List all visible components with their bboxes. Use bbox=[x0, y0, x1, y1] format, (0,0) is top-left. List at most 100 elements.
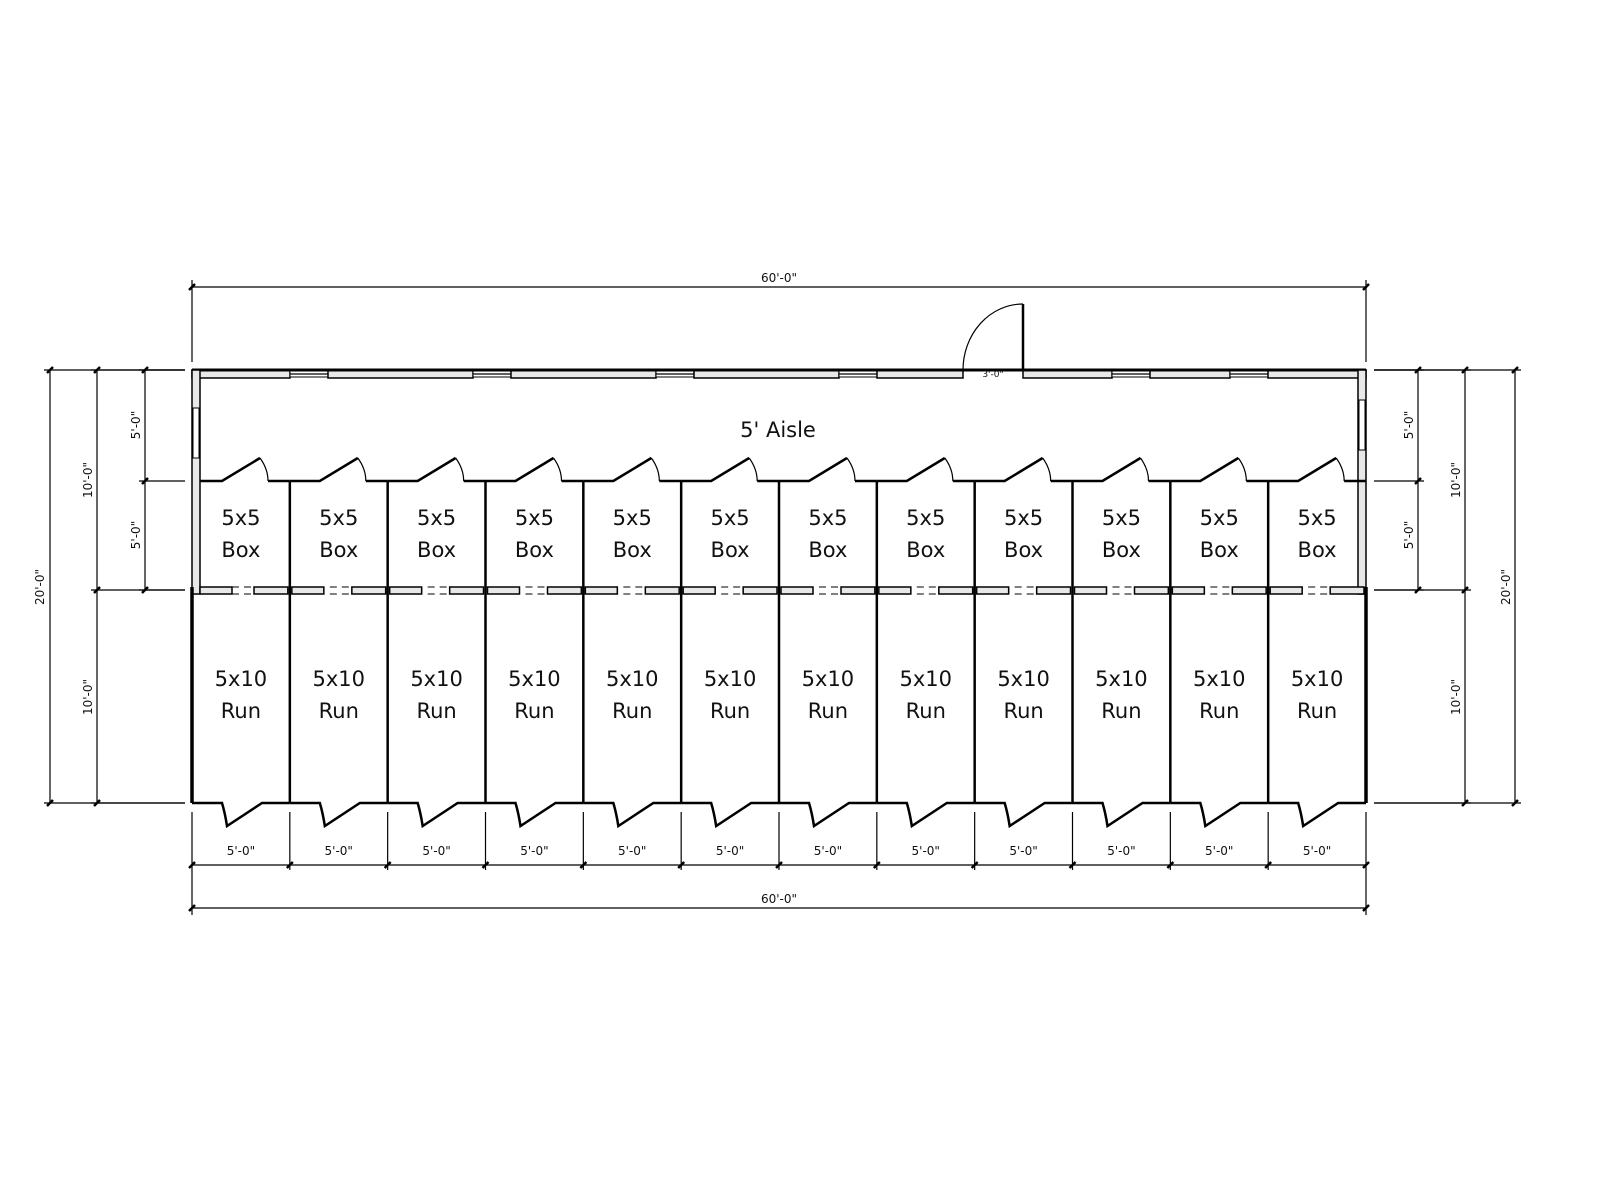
run-type: Run bbox=[612, 699, 652, 723]
divider-wall bbox=[878, 586, 912, 595]
box-size: 5x5 bbox=[515, 506, 554, 530]
box-type: Box bbox=[319, 538, 358, 562]
run-size: 5x10 bbox=[899, 667, 952, 691]
divider-wall bbox=[388, 586, 423, 595]
divider-wall bbox=[938, 586, 974, 595]
box-type: Box bbox=[515, 538, 554, 562]
box-type: Box bbox=[417, 538, 456, 562]
overall-depth-left: 20'-0" bbox=[33, 569, 47, 605]
box-type: Box bbox=[906, 538, 945, 562]
entry-door-width: 3'-0" bbox=[982, 370, 1003, 380]
box-door-swing-icon bbox=[259, 457, 269, 482]
box-door-icon bbox=[583, 456, 652, 483]
run-type: Run bbox=[1199, 699, 1239, 723]
run-gate-icon bbox=[289, 801, 388, 829]
upper-depth-left: 10'-0" bbox=[81, 462, 95, 498]
box-door-icon bbox=[876, 456, 946, 483]
box-door-swing-icon bbox=[455, 457, 465, 482]
box-door-swing-icon bbox=[357, 457, 367, 482]
bay-width-dimension: 5'-0" bbox=[1303, 844, 1331, 858]
run-gate-icon bbox=[583, 801, 682, 829]
box-door-swing-icon bbox=[1335, 457, 1345, 482]
divider-wall bbox=[486, 586, 521, 595]
run-type: Run bbox=[221, 699, 261, 723]
divider-wall bbox=[780, 586, 814, 595]
divider-wall bbox=[840, 586, 876, 595]
box-door-icon bbox=[974, 456, 1044, 483]
run-type: Run bbox=[808, 699, 848, 723]
run-gate-icon bbox=[876, 801, 975, 829]
divider-wall bbox=[682, 586, 716, 595]
box-size: 5x5 bbox=[906, 506, 945, 530]
box-type: Box bbox=[1004, 538, 1043, 562]
box-size: 5x5 bbox=[613, 506, 652, 530]
box-type: Box bbox=[613, 538, 652, 562]
run-size: 5x10 bbox=[997, 667, 1050, 691]
overall-width-top: 60'-0" bbox=[761, 271, 797, 285]
bay-width-dimension: 5'-0" bbox=[716, 844, 744, 858]
side-wall bbox=[191, 369, 201, 595]
box-door-icon bbox=[1072, 456, 1142, 483]
box-type: Box bbox=[808, 538, 847, 562]
box-size: 5x5 bbox=[1004, 506, 1043, 530]
box-type: Box bbox=[1298, 538, 1337, 562]
overall-depth-right: 20'-0" bbox=[1499, 569, 1513, 605]
aisle-depth-left: 5'-0" bbox=[129, 411, 143, 439]
divider-wall bbox=[1269, 586, 1303, 595]
box-door-icon bbox=[1268, 456, 1337, 483]
box-door-swing-icon bbox=[553, 457, 563, 482]
run-gate-icon bbox=[1072, 801, 1171, 829]
divider-wall bbox=[546, 586, 583, 595]
run-gate-icon bbox=[1268, 801, 1366, 829]
run-depth-left: 10'-0" bbox=[81, 679, 95, 715]
box-size: 5x5 bbox=[808, 506, 847, 530]
aisle-depth-right: 5'-0" bbox=[1402, 411, 1416, 439]
bay-width-dimension: 5'-0" bbox=[618, 844, 646, 858]
box-size: 5x5 bbox=[711, 506, 750, 530]
run-gate-icon bbox=[387, 801, 486, 829]
divider-wall bbox=[742, 586, 778, 595]
bay-width-dimension: 5'-0" bbox=[1009, 844, 1037, 858]
box-depth-right: 5'-0" bbox=[1402, 521, 1416, 549]
run-type: Run bbox=[319, 699, 359, 723]
box-door-swing-icon bbox=[846, 457, 856, 482]
dimension-tick bbox=[1362, 904, 1370, 912]
bay-width-dimension: 5'-0" bbox=[520, 844, 548, 858]
box-type: Box bbox=[1200, 538, 1239, 562]
run-type: Run bbox=[710, 699, 750, 723]
run-size: 5x10 bbox=[312, 667, 365, 691]
box-door-swing-icon bbox=[944, 457, 954, 482]
entry-door-swing-icon bbox=[962, 303, 1024, 371]
box-size: 5x5 bbox=[319, 506, 358, 530]
box-type: Box bbox=[711, 538, 750, 562]
run-type: Run bbox=[416, 699, 456, 723]
run-gate-icon bbox=[681, 801, 779, 829]
box-door-icon bbox=[289, 456, 359, 483]
divider-wall bbox=[584, 586, 619, 595]
bay-width-dimension: 5'-0" bbox=[325, 844, 353, 858]
run-size: 5x10 bbox=[1095, 667, 1148, 691]
aisle-label: 5' Aisle bbox=[740, 418, 816, 442]
run-size: 5x10 bbox=[802, 667, 855, 691]
bay-width-dimension: 5'-0" bbox=[814, 844, 842, 858]
box-door-swing-icon bbox=[748, 457, 758, 482]
divider-wall bbox=[1073, 586, 1108, 595]
divider-wall bbox=[291, 586, 325, 595]
run-size: 5x10 bbox=[1291, 667, 1344, 691]
run-gate-icon bbox=[192, 801, 290, 829]
run-type: Run bbox=[906, 699, 946, 723]
bay-width-dimension: 5'-0" bbox=[422, 844, 450, 858]
run-gate-icon bbox=[974, 801, 1073, 829]
divider-wall bbox=[351, 586, 387, 595]
run-size: 5x10 bbox=[410, 667, 463, 691]
box-door-icon bbox=[1170, 456, 1239, 483]
